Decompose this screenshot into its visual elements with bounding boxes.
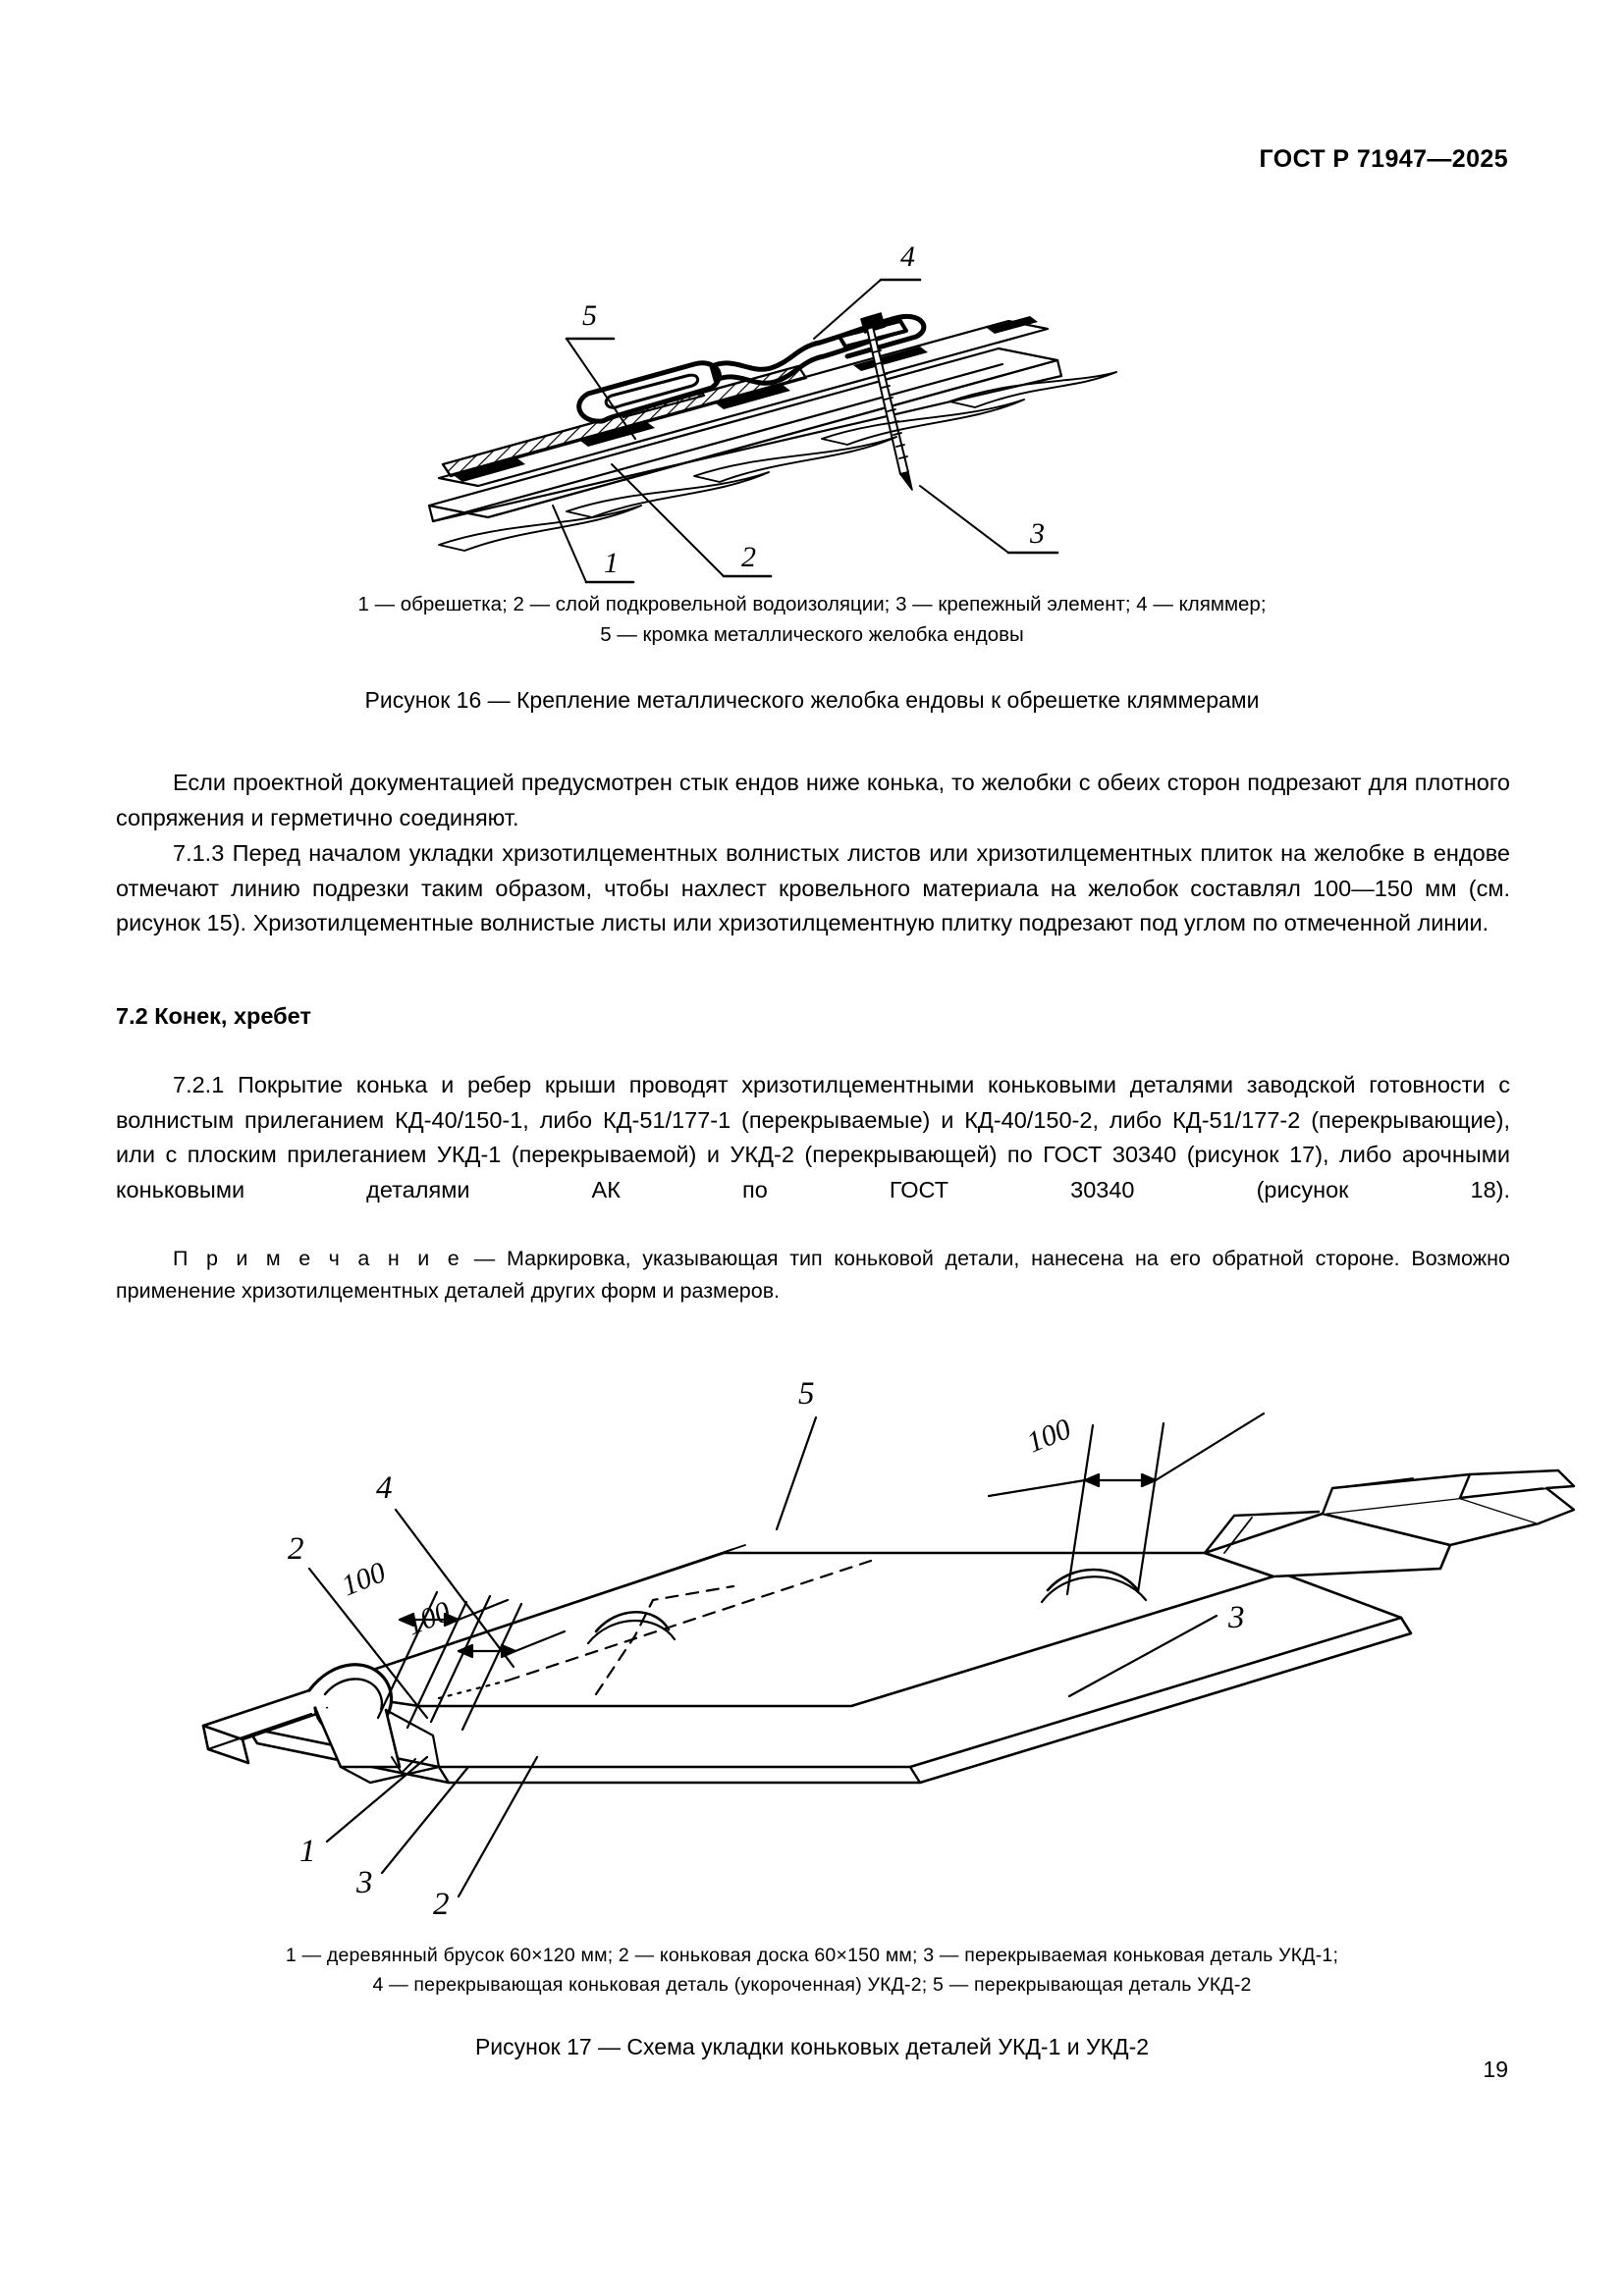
figure-16-callout-2: 2 — [741, 541, 756, 573]
paragraph-stык-endov: Если проектной документацией предусмотре… — [116, 766, 1510, 835]
note-paragraph: П р и м е ч а н и е — Маркировка, указыв… — [116, 1243, 1510, 1308]
figure-16-callout-5: 5 — [582, 299, 597, 332]
page-number: 19 — [1483, 2056, 1508, 2082]
figure-17-legend-line-2: 4 — перекрывающая коньковая деталь (укор… — [372, 1974, 1252, 1996]
figure-16-callout-3: 3 — [1029, 517, 1045, 550]
figure-16-legend: 1 — обрешетка; 2 — слой подкровельной во… — [0, 589, 1624, 650]
note-text: — Маркировка, указывающая тип коньковой … — [116, 1246, 1510, 1303]
paragraph-text-1: Если проектной документацией предусмотре… — [116, 770, 1510, 830]
figure-17-callout-2-top: 2 — [288, 1531, 304, 1567]
note-label: П р и м е ч а н и е — [173, 1246, 463, 1270]
section-heading-7-2: 7.2 Конек, хребет — [116, 1003, 311, 1029]
figure-16-title: Рисунок 16 — Крепление металлического же… — [364, 687, 1260, 713]
figure-17-legend: 1 — деревянный брусок 60×120 мм; 2 — кон… — [0, 1941, 1624, 2000]
figure-17-legend-line-1: 1 — деревянный брусок 60×120 мм; 2 — кон… — [285, 1945, 1339, 1966]
figure-17-callout-3-right: 3 — [1227, 1600, 1245, 1635]
figure-17-svg: 5 4 2 1 3 2 3 100 100 100 — [201, 1376, 1576, 1914]
page-header-standard-number: ГОСТ Р 71947—2025 — [1259, 145, 1508, 173]
figure-17-callout-1: 1 — [299, 1834, 316, 1869]
paragraph-7-2-1: 7.2.1 Покрытие конька и ребер крыши пров… — [116, 1068, 1510, 1207]
figure-17-callout-3-left: 3 — [355, 1865, 373, 1900]
figure-16-svg: 4 5 3 1 2 — [427, 240, 1117, 584]
figure-17-dimension-100-right: 100 — [1022, 1413, 1075, 1459]
figure-17-title: Рисунок 17 — Схема укладки коньковых дет… — [474, 2034, 1150, 2059]
figure-17-callout-2-bottom: 2 — [433, 1887, 450, 1914]
paragraph-text-3: 7.2.1 Покрытие конька и ребер крыши пров… — [116, 1072, 1510, 1202]
paragraph-text-2: 7.1.3 Перед началом укладки хризотилцеме… — [116, 840, 1510, 936]
figure-16-callout-1: 1 — [604, 547, 619, 579]
figure-17-dimension-100-middle: 100 — [402, 1595, 455, 1641]
paragraph-7-1-3: 7.1.3 Перед началом укладки хризотилцеме… — [116, 836, 1510, 941]
figure-17-dimension-100-left: 100 — [337, 1556, 390, 1602]
figure-17-callout-4: 4 — [376, 1470, 393, 1506]
figure-16-drawing: 4 5 3 1 2 — [0, 211, 1624, 604]
figure-16-callout-4: 4 — [900, 240, 915, 273]
figure-17-drawing: 5 4 2 1 3 2 3 100 100 100 — [0, 1306, 1624, 1914]
figure-17-callout-5: 5 — [798, 1376, 815, 1412]
figure-16-legend-line-1: 1 — обрешетка; 2 — слой подкровельной во… — [357, 593, 1267, 615]
note-block: П р и м е ч а н и е — Маркировка, указыв… — [116, 1221, 1510, 1328]
figure-16-legend-line-2: 5 — кромка металлического желобка ендовы — [600, 623, 1024, 646]
